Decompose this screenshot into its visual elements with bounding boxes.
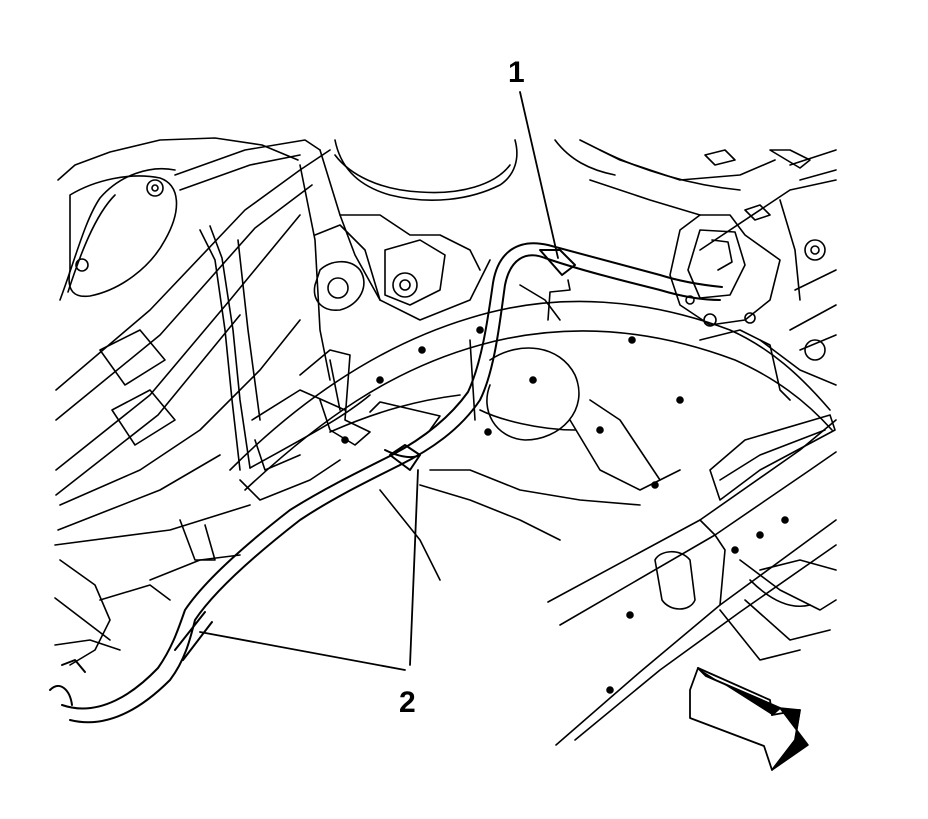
callout-2-leader-left	[199, 631, 406, 671]
callout-1-leader	[519, 91, 559, 259]
floor-crossmember	[229, 139, 833, 581]
right-frame-rail	[547, 149, 837, 746]
callout-1: 1	[508, 56, 525, 89]
callout-2-leader-right	[409, 469, 419, 666]
wiring-harness	[49, 242, 723, 724]
callout-2: 2	[399, 686, 416, 719]
left-frame-structure	[54, 137, 371, 666]
callout-leaders	[199, 91, 559, 671]
direction-arrow-icon	[689, 667, 809, 771]
fastener-markers	[369, 279, 571, 431]
center-body-structure	[251, 139, 518, 471]
